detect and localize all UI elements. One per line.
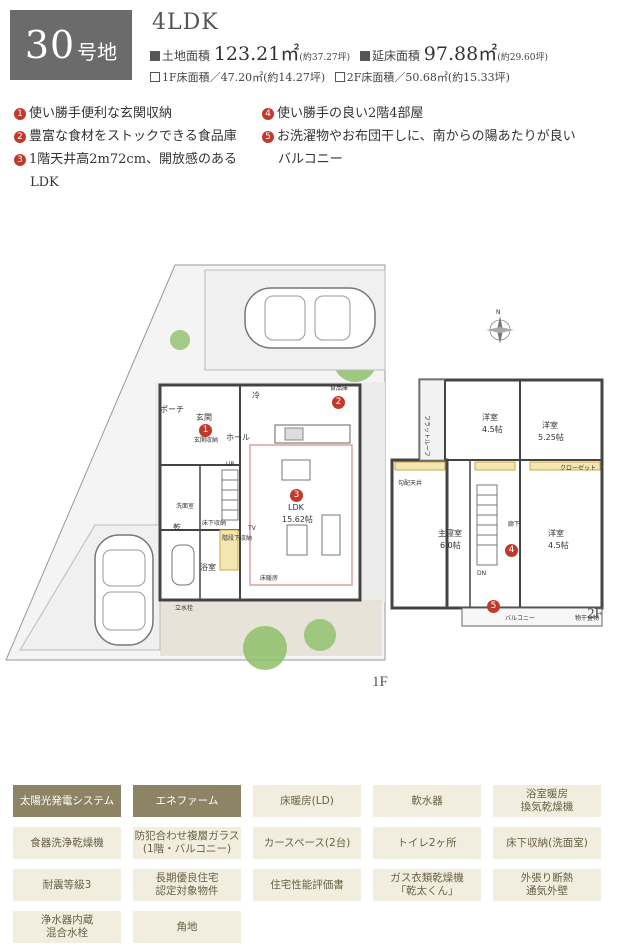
master-bedroom-size: 6.0帖	[440, 540, 461, 550]
porch-label: ポーチ	[160, 405, 184, 414]
tag-performance-report: 住宅性能評価書	[253, 869, 361, 901]
laundry-hanger-label: 物干金物	[575, 614, 599, 622]
tag-seismic-grade: 耐震等級3	[13, 869, 121, 901]
plan-marker-4: 4	[505, 544, 518, 557]
floor-storage-label: 床下収納	[202, 519, 226, 527]
feature-marker: 2	[14, 131, 26, 143]
tag-water-softener: 軟水器	[373, 785, 481, 817]
washroom-label: 洗面室	[176, 502, 194, 510]
land-area-value: 123.21㎡	[213, 43, 300, 65]
tag-security-glass: 防犯合わせ複層ガラス (1階・バルコニー)	[133, 827, 241, 859]
master-bedroom-label: 主寝室	[438, 528, 462, 538]
western-room-3-size: 4.5帖	[548, 540, 569, 550]
faucet-label: 立水栓	[175, 604, 193, 612]
western-room-2-size: 5.25帖	[538, 432, 564, 442]
floor-area-label: 延床面積	[371, 49, 420, 63]
floor-area-value: 97.88㎡	[423, 43, 498, 65]
feature-text: 豊富な食材をストックできる食品庫	[29, 129, 237, 144]
ldk-label: LDK	[288, 503, 305, 512]
tag-gas-dryer: ガス衣類乾燥機 「乾太くん」	[373, 869, 481, 901]
filled-square-icon	[359, 51, 370, 61]
bath-label: 浴室	[200, 562, 216, 572]
fridge-label: 冷	[252, 390, 260, 400]
tag-underfloor-storage: 床下収納(洗面室)	[493, 827, 601, 859]
open-square-icon	[334, 72, 345, 82]
down-label: DN	[477, 570, 486, 577]
closet-label: クローゼット	[560, 464, 596, 472]
tag-floor-heating: 床暖房(LD)	[253, 785, 361, 817]
feature-marker: 5	[262, 131, 274, 143]
hallway-label: 廊下	[508, 520, 520, 528]
dryer-label: 乾	[173, 522, 181, 532]
feature-text: お洗濯物やお布団干しに、南からの陽あたりが良い	[277, 129, 576, 144]
second-floor-area: 2F床面積／50.68㎡(約15.33坪)	[346, 71, 510, 84]
entrance-label: 玄関	[196, 412, 212, 422]
lot-number-badge: 30 号地	[10, 10, 132, 80]
lot-suffix: 号地	[77, 39, 118, 64]
feature-text-continued: LDK	[30, 175, 59, 190]
feature-marker: 1	[14, 108, 26, 120]
tag-car-space: カースペース(2台)	[253, 827, 361, 859]
land-area-label: 土地面積	[162, 49, 211, 63]
hall-label: ホール	[226, 433, 250, 442]
tag-dishwasher: 食器洗浄乾燥機	[13, 827, 121, 859]
layout-type: 4LDK	[152, 10, 219, 35]
tag-enefarm: エネファーム	[133, 785, 241, 817]
compass-rose: N	[486, 309, 514, 344]
floor-label-1f: 1F	[372, 674, 388, 690]
pantry-label: 食品庫	[330, 384, 348, 392]
up-label: UP	[226, 461, 234, 468]
feature-text: 使い勝手便利な玄関収納	[29, 106, 173, 121]
feature-text: 1階天井高2m72cm、開放感のある	[29, 152, 238, 167]
floor-area-tsubo: (約29.60坪)	[497, 53, 548, 63]
open-square-icon	[150, 72, 160, 82]
site-plan-1f: ポーチ 玄関 玄関収納 ホール 冷 食品庫 LDK 15.62帖 洗面室 乾 床…	[5, 264, 386, 670]
tag-two-toilets: トイレ2ヶ所	[373, 827, 481, 859]
plan-marker-2: 2	[332, 396, 345, 409]
stair-storage-label: 階段下収納	[222, 534, 252, 542]
plan-marker-1: 1	[199, 424, 212, 437]
balcony-label: バルコニー	[505, 615, 535, 622]
feature-text: 使い勝手の良い2階4部屋	[277, 106, 424, 121]
area-summary: 土地面積 123.21㎡(約37.27坪) 延床面積 97.88㎡(約29.60…	[150, 44, 548, 88]
western-room-2-label: 洋室	[542, 420, 558, 430]
lot-number: 30	[24, 23, 76, 67]
plan-marker-3: 3	[290, 489, 303, 502]
tag-water-purifier: 浄水器内蔵 混合水栓	[13, 911, 121, 943]
feature-marker: 4	[262, 108, 274, 120]
floor-label-2f: 2F	[587, 606, 603, 622]
western-room-1-label: 洋室	[482, 412, 498, 422]
western-room-3-label: 洋室	[548, 528, 564, 538]
vaulted-ceiling-label: 勾配天井	[398, 479, 422, 487]
entrance-storage-label: 玄関収納	[194, 436, 218, 444]
flat-roof-label: フラットルーフ	[423, 415, 430, 457]
tag-corner-lot: 角地	[133, 911, 241, 943]
compass-north-label: N	[496, 309, 501, 316]
tag-bath-dryer: 浴室暖房 換気乾燥機	[493, 785, 601, 817]
western-room-1-size: 4.5帖	[482, 424, 503, 434]
feature-marker: 3	[14, 154, 26, 166]
plan-marker-5: 5	[487, 600, 500, 613]
plan-2f: 洋室 4.5帖 洋室 5.25帖 洋室 4.5帖 主寝室 6.0帖 廊下 バルコ…	[390, 378, 604, 627]
land-area-tsubo: (約37.27坪)	[299, 53, 351, 63]
tag-long-term-housing: 長期優良住宅 認定対象物件	[133, 869, 241, 901]
first-floor-area: 1F床面積／47.20㎡(約14.27坪)	[162, 71, 326, 84]
tv-label: TV	[247, 525, 257, 532]
floor-plan-drawing: ポーチ 玄関 玄関収納 ホール 冷 食品庫 LDK 15.62帖 洗面室 乾 床…	[5, 264, 604, 670]
tag-exterior-insulation: 外張り断熱 通気外壁	[493, 869, 601, 901]
tag-solar: 太陽光発電システム	[13, 785, 121, 817]
heating-label: 床暖房	[260, 574, 278, 582]
filled-square-icon	[150, 51, 160, 61]
ldk-size-label: 15.62帖	[282, 514, 313, 524]
feature-text-continued: バルコニー	[278, 152, 343, 167]
